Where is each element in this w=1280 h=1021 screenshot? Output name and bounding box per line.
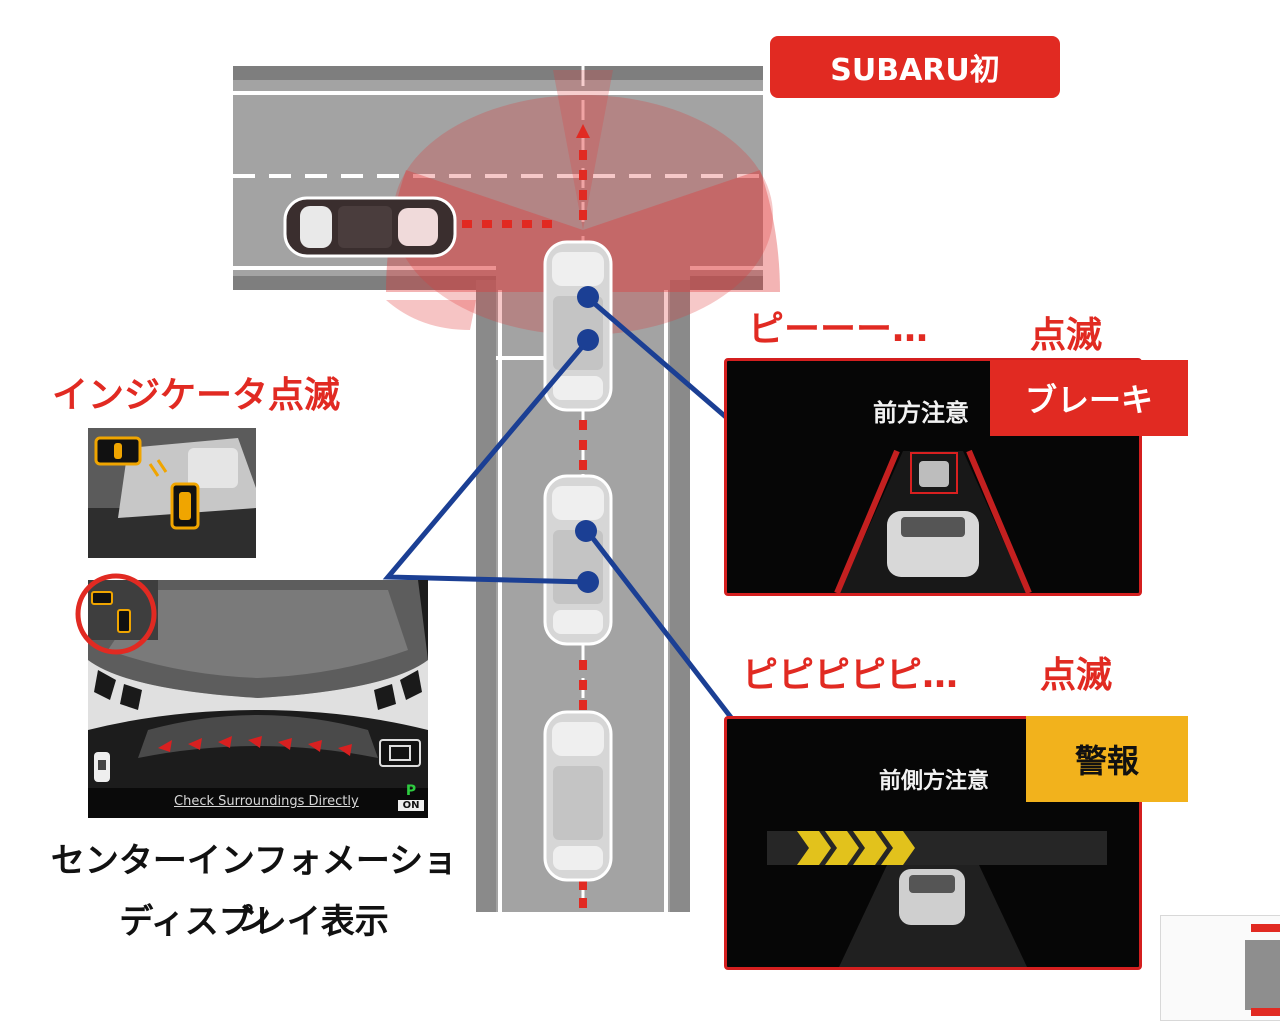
parking-assist-indicator: P ON bbox=[398, 784, 424, 816]
subaru-first-badge: SUBARU初 bbox=[770, 36, 1060, 98]
beep-long-label: ピーーー… bbox=[748, 309, 929, 350]
indicator-thumbnail bbox=[88, 428, 256, 558]
front-side-caution-title: 前側方注意 bbox=[879, 769, 990, 794]
dotted-path-crossing bbox=[462, 220, 552, 228]
next-slide-thumbnail bbox=[1160, 915, 1280, 1021]
own-car-bottom bbox=[543, 710, 613, 882]
blink-label-bottom: 点滅 bbox=[1040, 655, 1113, 696]
front-caution-title: 前方注意 bbox=[873, 399, 969, 427]
front-caution-panel: 前方注意 bbox=[724, 358, 1142, 596]
alarm-badge: 警報 bbox=[1026, 716, 1188, 802]
indicator-highlight-circle bbox=[75, 573, 157, 655]
front-side-caution-graphic bbox=[767, 831, 1107, 967]
center-display-caption-1: センターインフォメーション bbox=[50, 841, 458, 939]
on-label: ON bbox=[398, 800, 424, 811]
beep-short-label: ピピピピピ… bbox=[742, 655, 959, 696]
own-car-middle bbox=[543, 474, 613, 646]
check-surroundings-text: Check Surroundings Directly bbox=[174, 794, 359, 809]
dotted-path-lane bbox=[579, 420, 587, 908]
crossing-car bbox=[283, 196, 457, 258]
indicator-blink-label: インジケータ点滅 bbox=[52, 375, 341, 416]
center-display-screen: Check Surroundings Directly P ON bbox=[88, 580, 428, 818]
connector-lines bbox=[382, 296, 735, 722]
blink-label-top: 点滅 bbox=[1030, 315, 1103, 356]
p-letter: P bbox=[405, 783, 417, 799]
connector-dots bbox=[575, 286, 599, 593]
brake-badge: ブレーキ bbox=[990, 360, 1188, 436]
center-display-caption-2: ディスプレイ表示 bbox=[119, 902, 389, 942]
dotted-path-forward bbox=[576, 124, 590, 220]
own-car-top bbox=[543, 240, 613, 412]
front-caution-graphic bbox=[834, 449, 1032, 593]
